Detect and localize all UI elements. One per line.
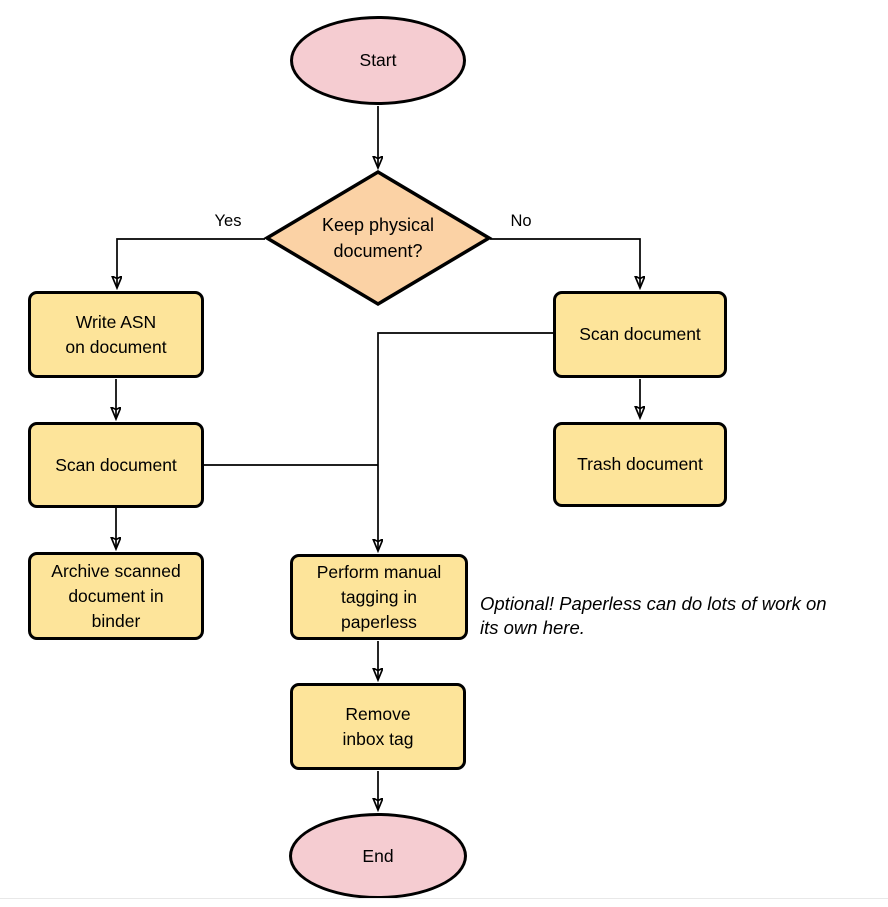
node-start: Start: [290, 16, 466, 105]
edge-decision-yes-to-write-asn: [117, 238, 265, 287]
edge-decision-no-to-scan-right: [490, 238, 640, 287]
node-decision-label: Keep physical document?: [321, 215, 435, 261]
node-decision: Keep physical document?: [262, 168, 494, 308]
edge-label-no: No: [510, 212, 532, 230]
node-remove-inbox-tag: Remove inbox tag: [290, 683, 466, 770]
node-scan-document-left: Scan document: [28, 422, 204, 508]
bottom-divider: [0, 898, 888, 899]
node-write-asn: Write ASN on document: [28, 291, 204, 378]
node-scan-document-right: Scan document: [553, 291, 727, 378]
node-trash-document: Trash document: [553, 422, 727, 507]
node-perform-tagging: Perform manual tagging in paperless: [290, 554, 468, 640]
node-end: End: [289, 813, 467, 899]
decision-diamond-shape: [263, 169, 493, 307]
optional-note: Optional! Paperless can do lots of work …: [480, 593, 827, 638]
edge-label-yes: Yes: [214, 212, 242, 230]
edge-scan-right-to-perform-tagging: [378, 332, 553, 550]
node-archive-scanned: Archive scanned document in binder: [28, 552, 204, 640]
